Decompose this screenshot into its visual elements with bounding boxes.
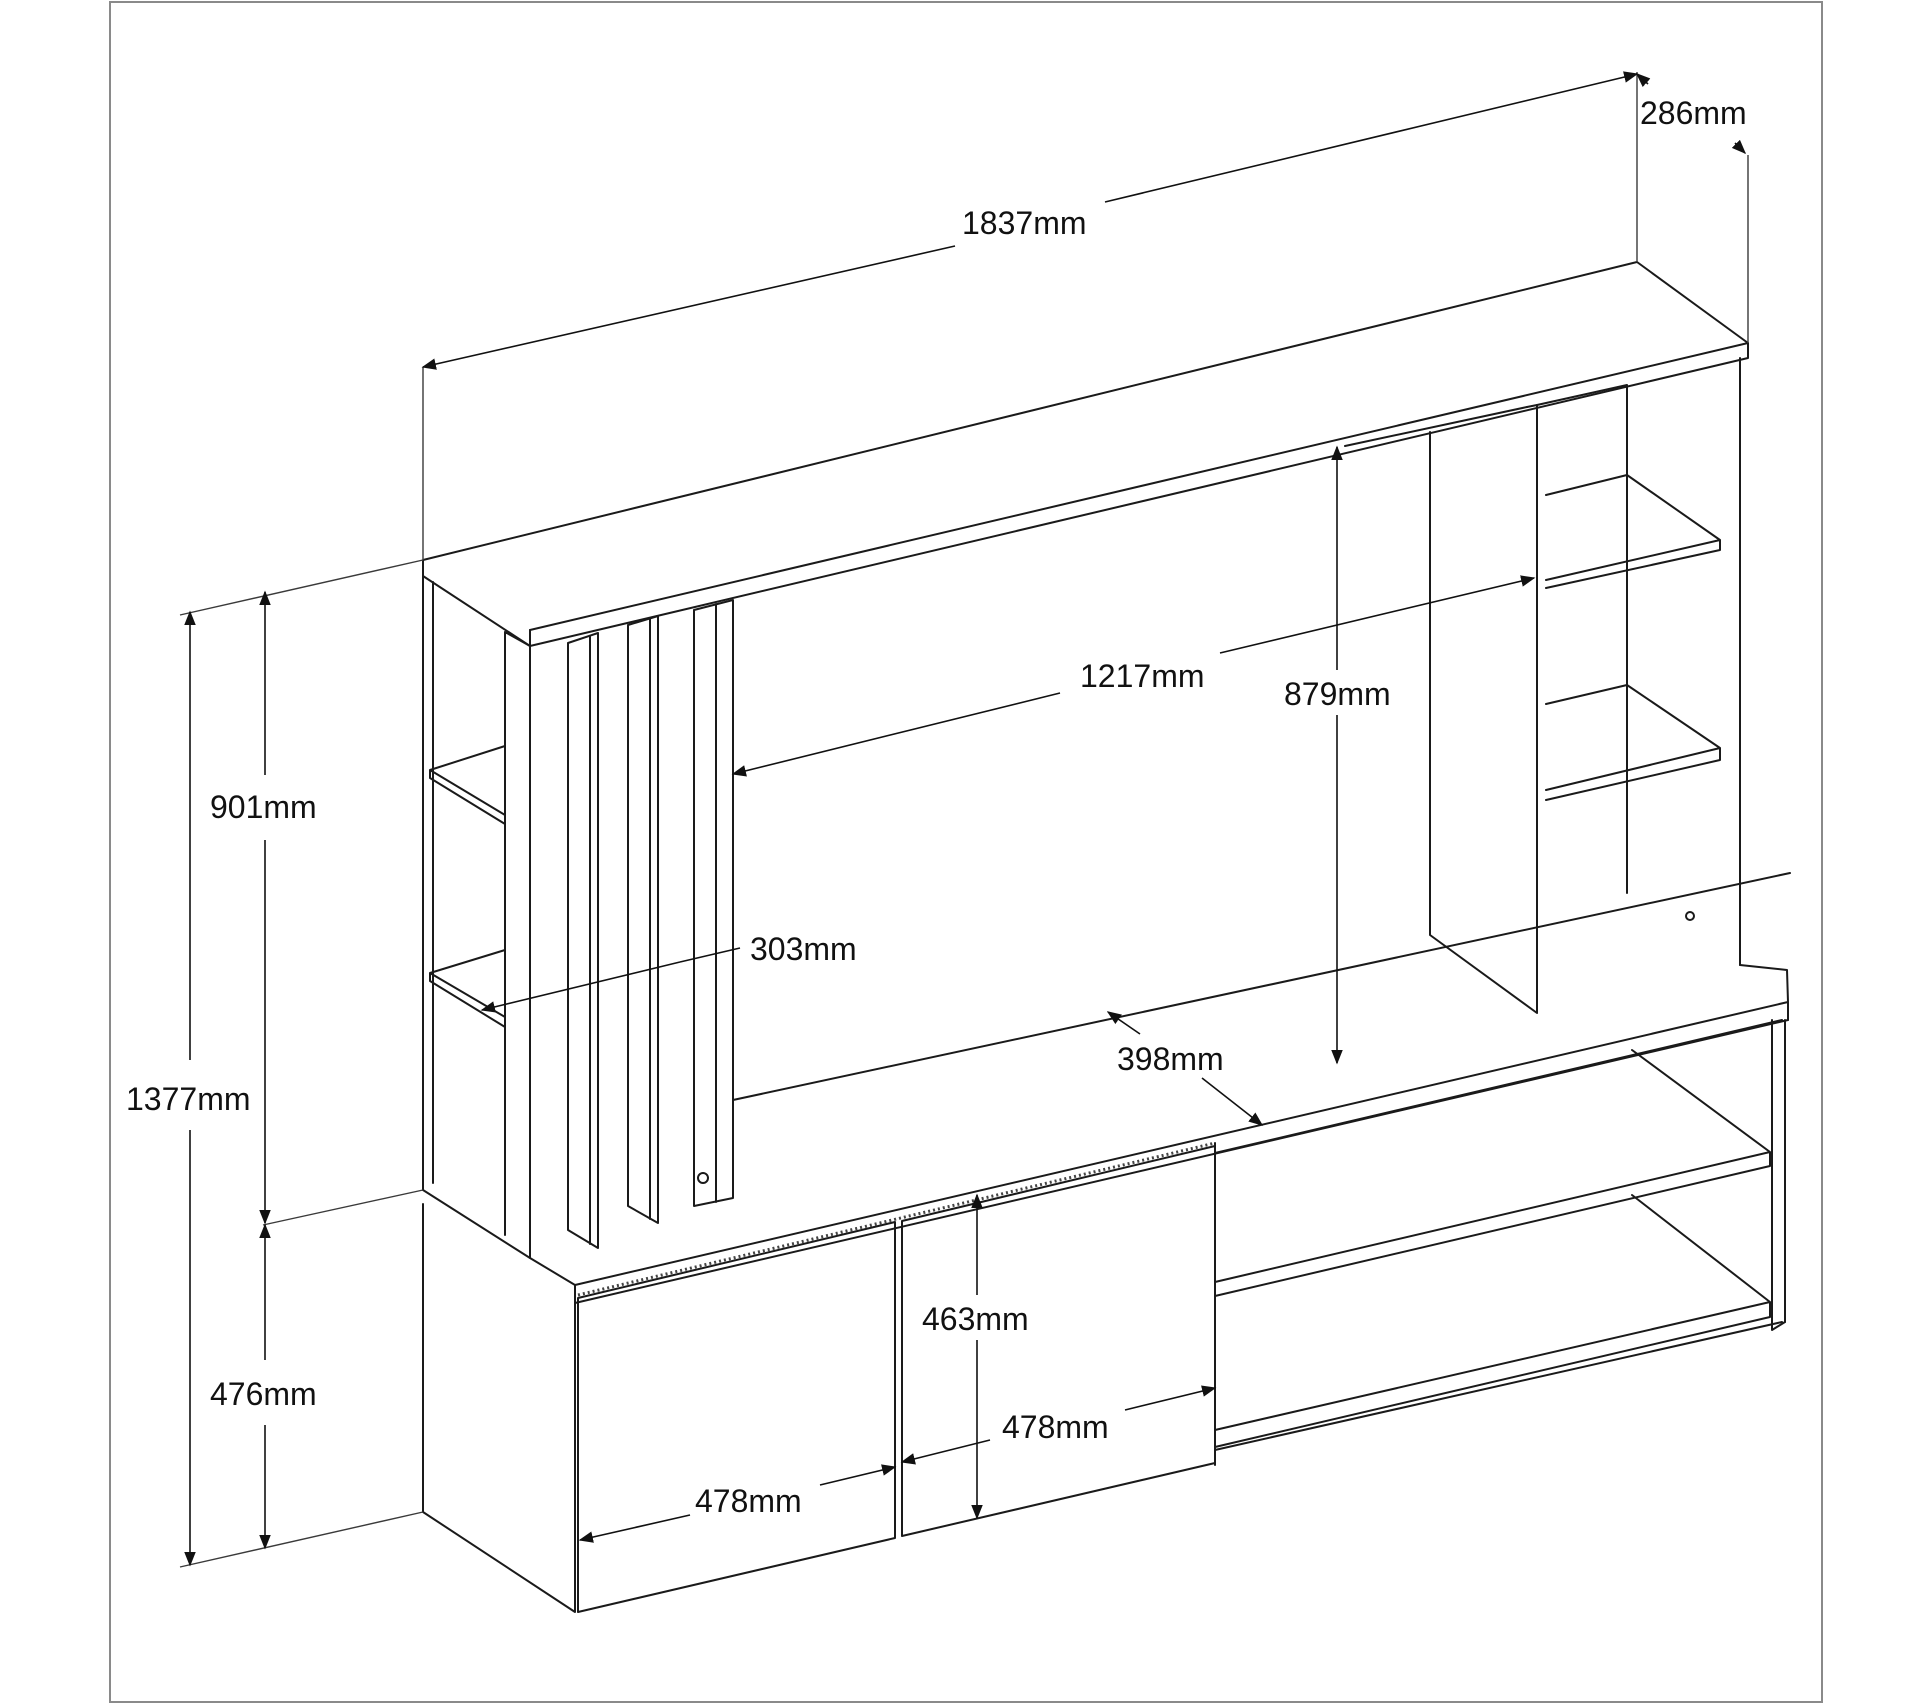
dim-overall-width	[421, 245, 956, 370]
label-depth: 286mm	[1640, 95, 1747, 131]
label-door-height: 463mm	[922, 1301, 1029, 1337]
dim-right-door-width	[900, 1439, 991, 1465]
right-divider	[1429, 404, 1538, 1014]
label-right-door-width: 478mm	[1002, 1409, 1109, 1445]
left-door	[577, 1221, 896, 1613]
label-opening-height: 879mm	[1284, 676, 1391, 712]
top-board	[422, 261, 1749, 647]
dim-opening-width	[731, 692, 1061, 777]
label-total-height: 1377mm	[126, 1081, 251, 1117]
base-left-side	[422, 1203, 576, 1613]
left-shelf-upper	[429, 745, 506, 825]
dim-side-shelf-width	[480, 961, 681, 1013]
right-tower	[1536, 357, 1741, 966]
label-overall-width: 1837mm	[962, 205, 1087, 241]
vertical-slats	[567, 599, 734, 1249]
label-upper-height: 901mm	[210, 789, 317, 825]
dim-depth	[1635, 73, 1651, 87]
label-base-height: 476mm	[210, 1376, 317, 1412]
right-door	[901, 1145, 1216, 1537]
page-frame	[109, 1, 1823, 1703]
base-right-section	[1214, 1019, 1786, 1466]
label-side-shelf-width: 303mm	[750, 931, 857, 967]
label-base-shelf-depth: 398mm	[1117, 1041, 1224, 1077]
tv-unit	[422, 261, 1791, 1613]
base-shelf	[1214, 1049, 1771, 1297]
label-left-door-width: 478mm	[695, 1483, 802, 1519]
left-shelf-lower	[429, 949, 506, 1028]
dimension-lines	[179, 71, 1749, 1568]
left-front-panel	[504, 631, 531, 1259]
dim-base-shelf-depth	[1106, 1011, 1141, 1035]
dimension-labels: 1837mm 286mm 1217mm 879mm 303mm 398mm 90…	[126, 95, 1747, 1519]
right-shelf-upper	[1545, 474, 1721, 589]
right-shelf-lower	[1545, 684, 1721, 801]
label-opening-width: 1217mm	[1080, 658, 1205, 694]
dim-left-door-width	[578, 1514, 691, 1543]
base-top	[422, 964, 1789, 1304]
